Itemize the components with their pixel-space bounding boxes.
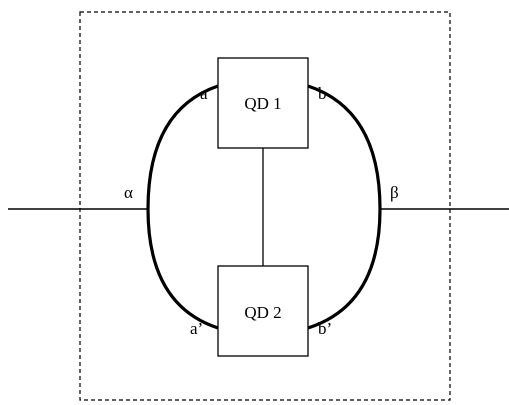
qd2-box — [217, 265, 309, 357]
terminal-beta-label: β — [390, 183, 399, 202]
terminal-a-label: a — [200, 84, 208, 103]
terminal-alpha-label: α — [124, 183, 133, 202]
terminal-a-prime-label: a’ — [190, 319, 203, 338]
qd1-box — [217, 57, 309, 149]
qd1-label: QD 1 — [244, 94, 281, 113]
arm-lower-left — [146, 208, 219, 330]
arm-upper-left — [146, 84, 219, 210]
qd2-label: QD 2 — [244, 303, 281, 322]
terminal-b-prime-label: b’ — [318, 319, 332, 338]
terminal-b-label: b — [318, 84, 327, 103]
dashed-boundary — [79, 11, 451, 401]
arm-lower-right — [307, 208, 382, 330]
arm-upper-right — [307, 84, 382, 210]
